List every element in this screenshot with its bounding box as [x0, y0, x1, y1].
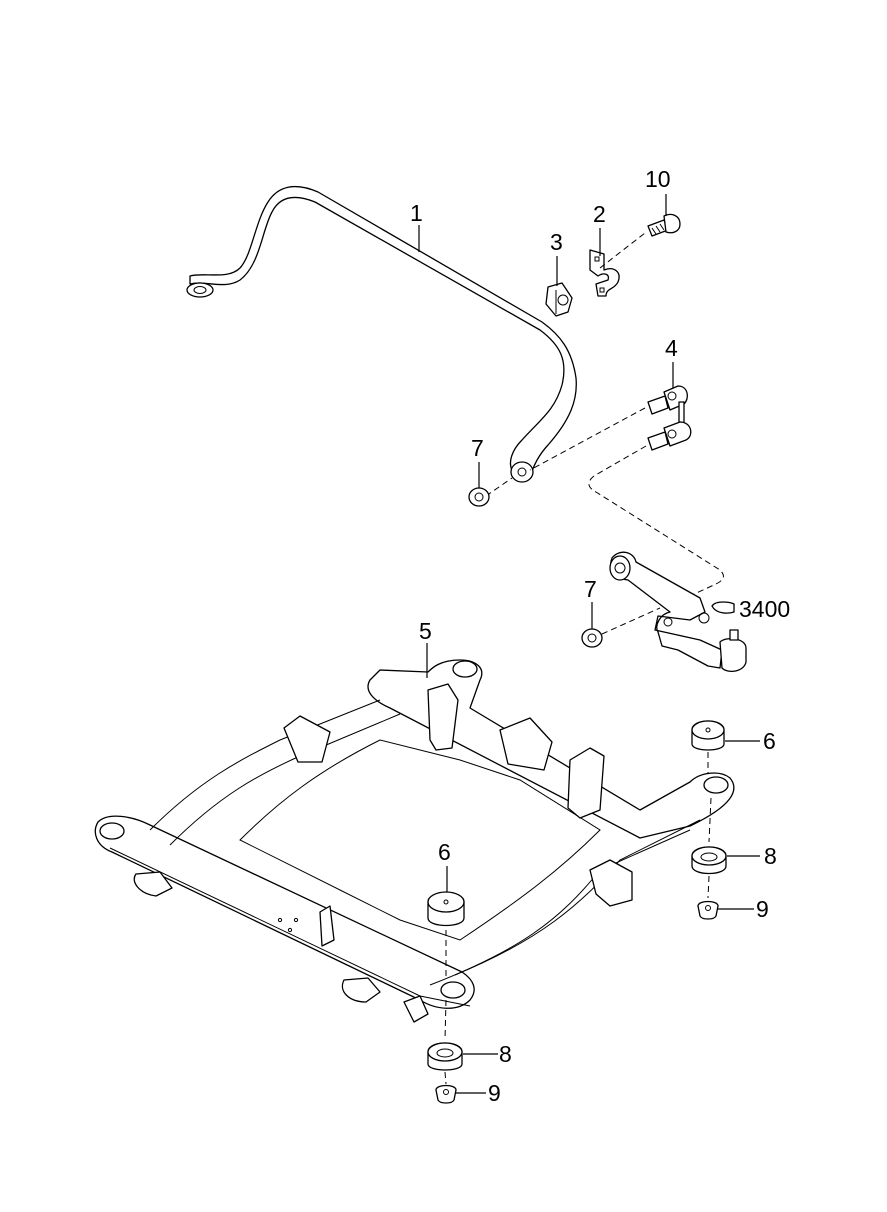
front-mount-axis — [444, 930, 447, 1085]
nut-upper[interactable] — [468, 487, 490, 507]
callout-9-rear[interactable]: 9 — [756, 896, 769, 922]
nut-rear[interactable] — [697, 900, 719, 920]
callout-2[interactable]: 2 — [593, 201, 606, 227]
upper-insulator-rear[interactable] — [691, 720, 725, 751]
callout-8-front[interactable]: 8 — [499, 1041, 512, 1067]
crossmember[interactable] — [94, 659, 735, 1023]
callout-6-rear[interactable]: 6 — [763, 728, 776, 754]
callout-3400-reference[interactable]: 3400 — [739, 596, 790, 622]
stabilizer-link[interactable] — [647, 385, 692, 451]
nut-to-bar-dash — [485, 477, 513, 497]
lower-insulator-front[interactable] — [427, 1042, 463, 1071]
callout-7-lower[interactable]: 7 — [584, 576, 597, 602]
leader-lines — [418, 194, 760, 1094]
stabilizer-clamp[interactable] — [589, 249, 620, 297]
nut-to-arm-dash — [601, 607, 661, 635]
callout-1[interactable]: 1 — [410, 200, 423, 226]
link-to-arm-dash — [588, 445, 724, 597]
bolt[interactable] — [647, 213, 681, 237]
callout-6-front[interactable]: 6 — [438, 839, 451, 865]
callout-10[interactable]: 10 — [645, 166, 671, 192]
stabilizer-bar[interactable] — [186, 185, 577, 483]
bolt-dash-line — [599, 232, 646, 269]
lower-insulator-rear[interactable] — [691, 846, 727, 875]
stabilizer-bushing[interactable] — [545, 282, 573, 317]
callout-8-rear[interactable]: 8 — [764, 843, 777, 869]
upper-insulator-front[interactable] — [427, 891, 465, 927]
callout-3[interactable]: 3 — [550, 229, 563, 255]
link-to-bar-dash — [529, 407, 646, 471]
rear-mount-axis — [707, 752, 712, 899]
nut-front[interactable] — [435, 1084, 457, 1104]
nut-lower[interactable] — [581, 628, 603, 648]
callout-7-upper[interactable]: 7 — [471, 435, 484, 461]
callout-4[interactable]: 4 — [665, 335, 678, 361]
lower-arm[interactable] — [609, 551, 747, 673]
reference-pointer-icon — [711, 601, 735, 614]
callout-5[interactable]: 5 — [419, 618, 432, 644]
callout-9-front[interactable]: 9 — [488, 1080, 501, 1106]
